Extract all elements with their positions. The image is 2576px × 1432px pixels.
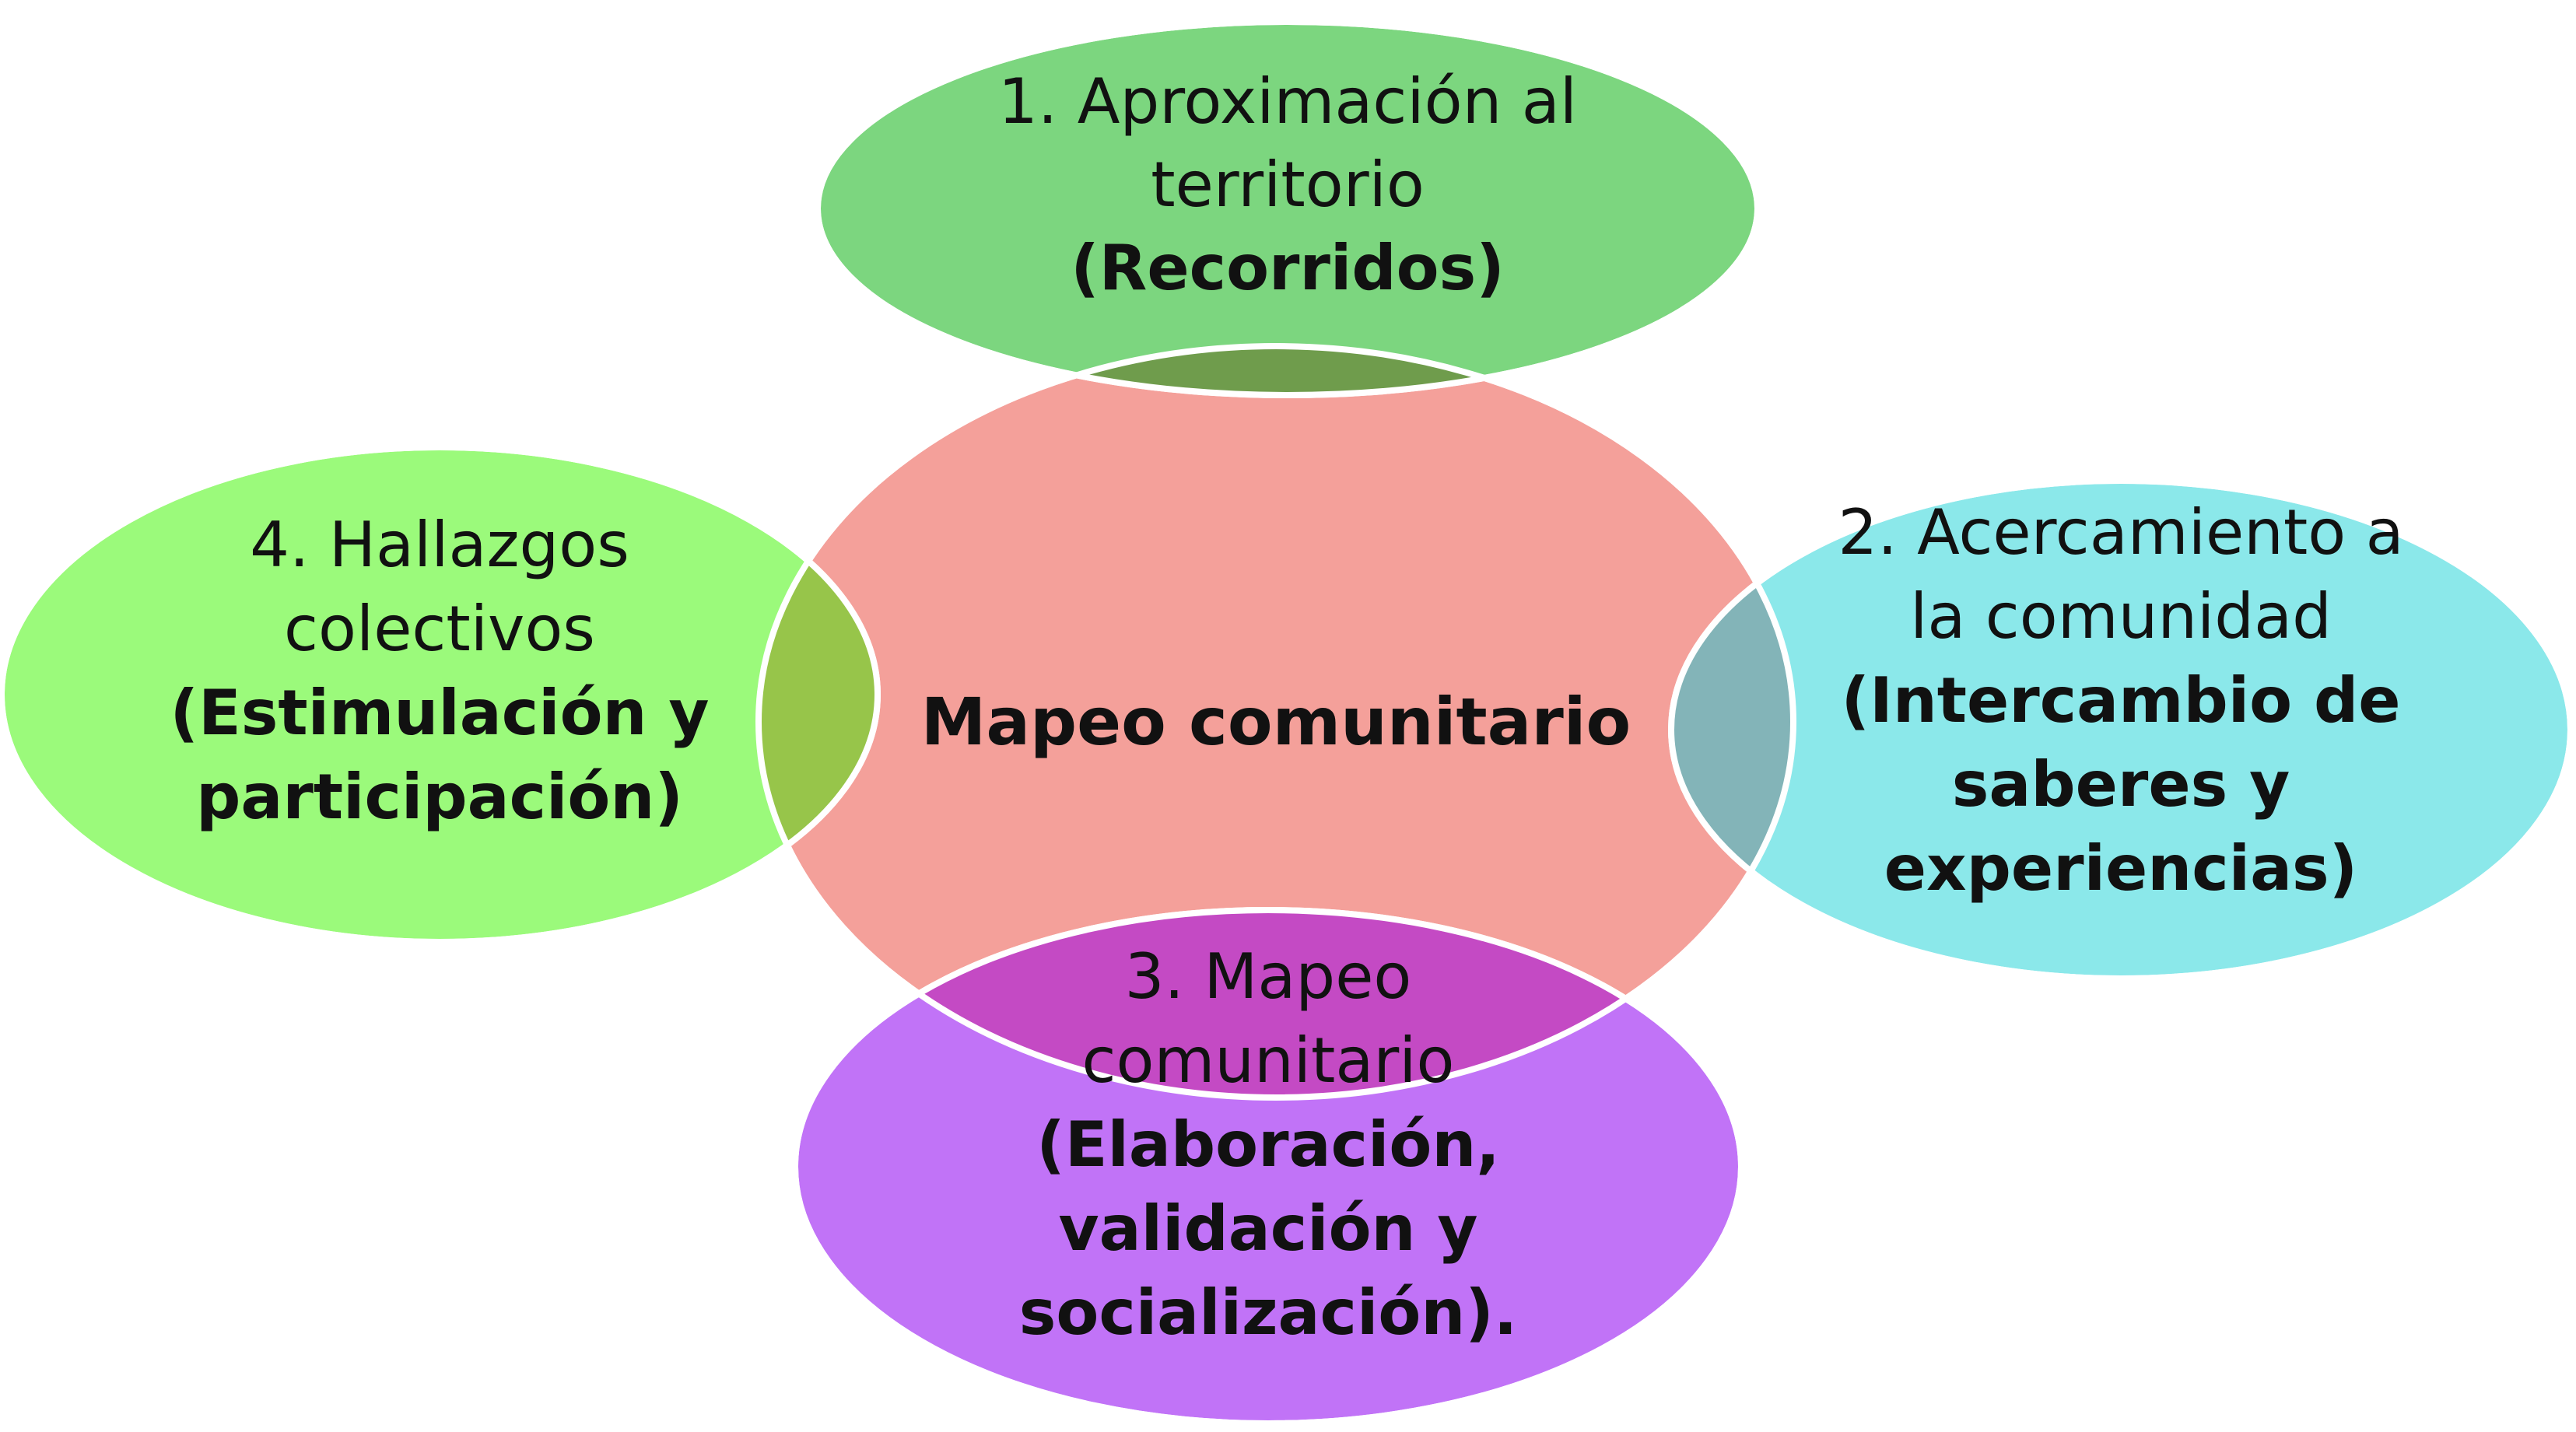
mapeo-label-line: comunitario: [1082, 1024, 1455, 1097]
acercamiento-label-line: la comunidad: [1910, 580, 2332, 653]
hallazgos-label-line: (Estimulación y: [170, 677, 710, 749]
aproximacion-label-line: 1. Aproximación al: [998, 65, 1577, 138]
hallazgos-label: 4. Hallazgos colectivos (Estimulación y par…: [170, 509, 710, 833]
mapeo-overlap: [795, 910, 1741, 1098]
hallazgos-outline: [0, 444, 881, 945]
acercamiento-outline: [1668, 478, 2574, 982]
center-outline: [755, 343, 1796, 1101]
hallazgos-label-line: colectivos: [284, 593, 595, 665]
center-label: Mapeo comunitario: [921, 684, 1631, 760]
aproximacion-label: 1. Aproximación al territorio (Recorridos): [998, 65, 1577, 304]
hallazgos-label-line: participación): [196, 761, 683, 833]
acercamiento-label: 2. Acercamiento a la comunidad (Intercambi…: [1838, 496, 2403, 905]
mapeo-label-line: (Elaboración,: [1036, 1108, 1499, 1181]
mapeo-label-line: socialización).: [1019, 1276, 1518, 1349]
mapeo-outline: [792, 907, 1744, 1427]
mapeo-label-line: validación y: [1059, 1192, 1478, 1265]
overlap-regions: [759, 346, 1793, 1098]
mapeo-label: 3. Mapeo comunitario (Elaboración, validaci…: [1019, 940, 1518, 1349]
acercamiento-label-line: 2. Acercamiento a: [1838, 496, 2403, 569]
aproximacion-label-line: territorio: [1151, 149, 1425, 221]
ellipse-outlines: [0, 19, 2574, 1427]
aproximacion-outline: [815, 19, 1761, 398]
aproximacion-label-line: (Recorridos): [1071, 232, 1505, 304]
hallazgos-label-line: 4. Hallazgos: [250, 509, 629, 581]
acercamiento-label-line: experiencias): [1884, 832, 2357, 905]
acercamiento-label-line: (Intercambio de: [1841, 664, 2400, 737]
acercamiento-label-line: saberes y: [1952, 748, 2290, 821]
mapeo-label-line: 3. Mapeo: [1125, 940, 1412, 1013]
